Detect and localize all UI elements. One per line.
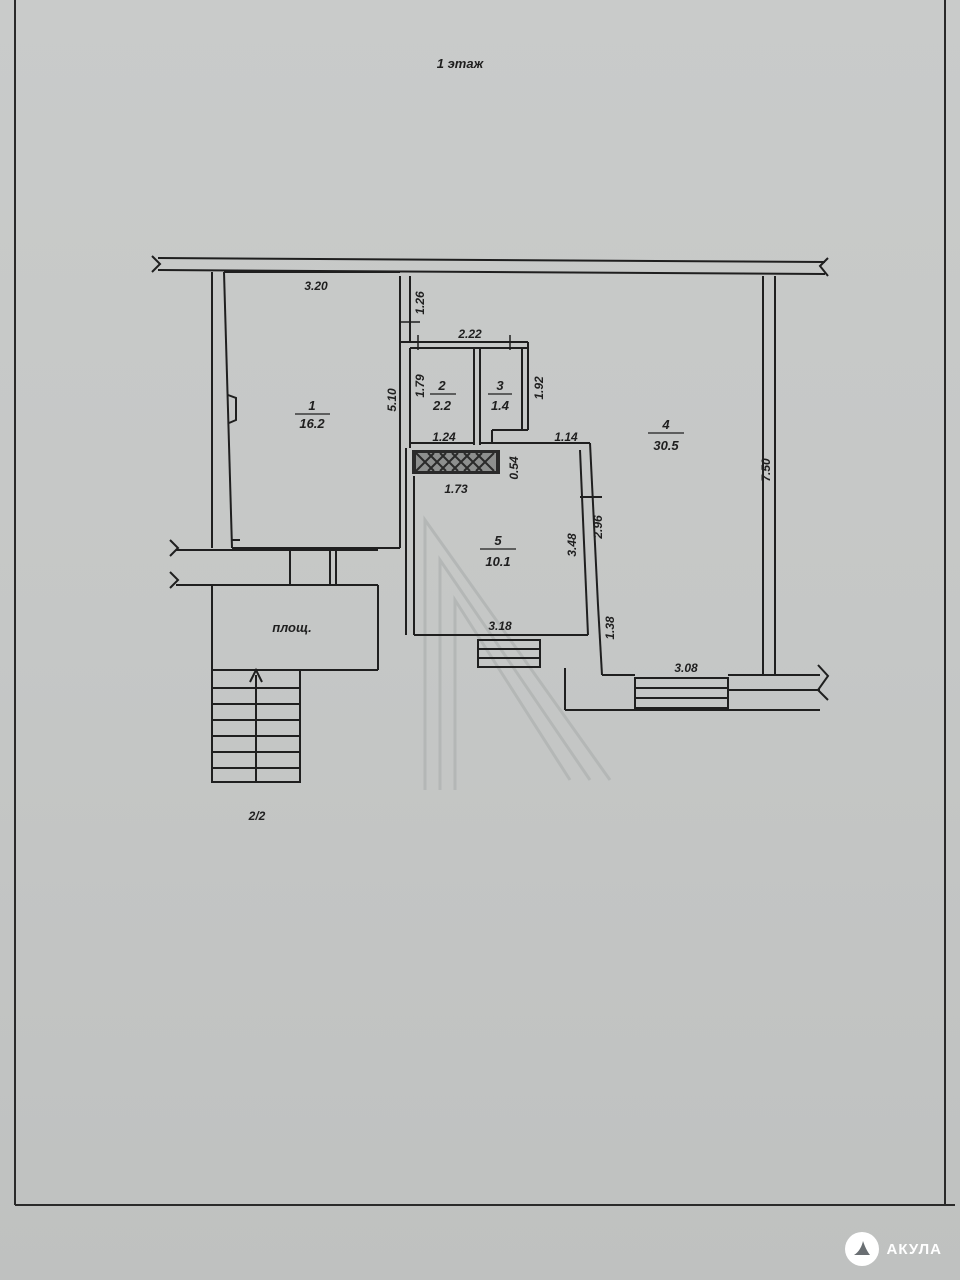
room-2-number: 2 bbox=[437, 378, 446, 393]
sheet-frame bbox=[14, 0, 955, 1206]
dim-3-08: 3.08 bbox=[674, 661, 698, 675]
room-3-number: 3 bbox=[496, 378, 504, 393]
brand-name: АКУЛА bbox=[886, 1240, 942, 1258]
dimension-labels: 3.20 1.26 2.22 1.79 1.92 5.10 1.24 1.14 … bbox=[304, 279, 773, 675]
dim-1-73: 1.73 bbox=[444, 482, 468, 496]
landing-label: площ. bbox=[272, 620, 312, 635]
dim-1-14: 1.14 bbox=[554, 430, 578, 444]
entrance-steps bbox=[477, 639, 729, 709]
watermark bbox=[423, 515, 612, 790]
rooms-2-3-walls bbox=[400, 341, 590, 448]
room-4-number: 4 bbox=[661, 417, 670, 432]
dim-2-96: 2.96 bbox=[591, 515, 605, 540]
room-3-area: 1.4 bbox=[491, 398, 510, 413]
dim-7-50: 7.50 bbox=[759, 458, 773, 482]
landing-and-stair bbox=[169, 539, 379, 783]
floor-title: 1 этаж bbox=[437, 56, 485, 71]
dim-3-48: 3.48 bbox=[565, 533, 579, 557]
room-1-number: 1 bbox=[308, 398, 315, 413]
room-4-area: 30.5 bbox=[653, 438, 679, 453]
dim-1-26: 1.26 bbox=[413, 291, 427, 315]
dim-2-22: 2.22 bbox=[457, 327, 482, 341]
room-5-number: 5 bbox=[494, 533, 502, 548]
dim-1-79: 1.79 bbox=[413, 374, 427, 398]
hatched-block bbox=[412, 450, 500, 474]
room-5-area: 10.1 bbox=[485, 554, 510, 569]
dim-0-54: 0.54 bbox=[507, 456, 521, 480]
shark-fin-icon bbox=[844, 1232, 879, 1266]
dimension-ticks bbox=[400, 321, 511, 350]
room-4-walls bbox=[564, 276, 830, 711]
room-labels: 1 16.2 2 2.2 3 1.4 4 30.5 5 10.1 bbox=[295, 378, 684, 569]
room-1-area: 16.2 bbox=[299, 416, 325, 431]
dim-3-20: 3.20 bbox=[304, 279, 328, 293]
exterior-top-wall bbox=[151, 255, 829, 277]
brand-badge: АКУЛА bbox=[844, 1232, 942, 1266]
dim-1-92: 1.92 bbox=[532, 376, 546, 400]
dim-1-38: 1.38 bbox=[603, 616, 617, 640]
dim-5-10: 5.10 bbox=[385, 388, 399, 412]
room-2-area: 2.2 bbox=[432, 398, 452, 413]
sheet-reference: 2/2 bbox=[248, 809, 266, 823]
room-5-walls bbox=[405, 442, 602, 636]
dim-1-24: 1.24 bbox=[432, 430, 456, 444]
dim-3-18: 3.18 bbox=[488, 619, 512, 633]
